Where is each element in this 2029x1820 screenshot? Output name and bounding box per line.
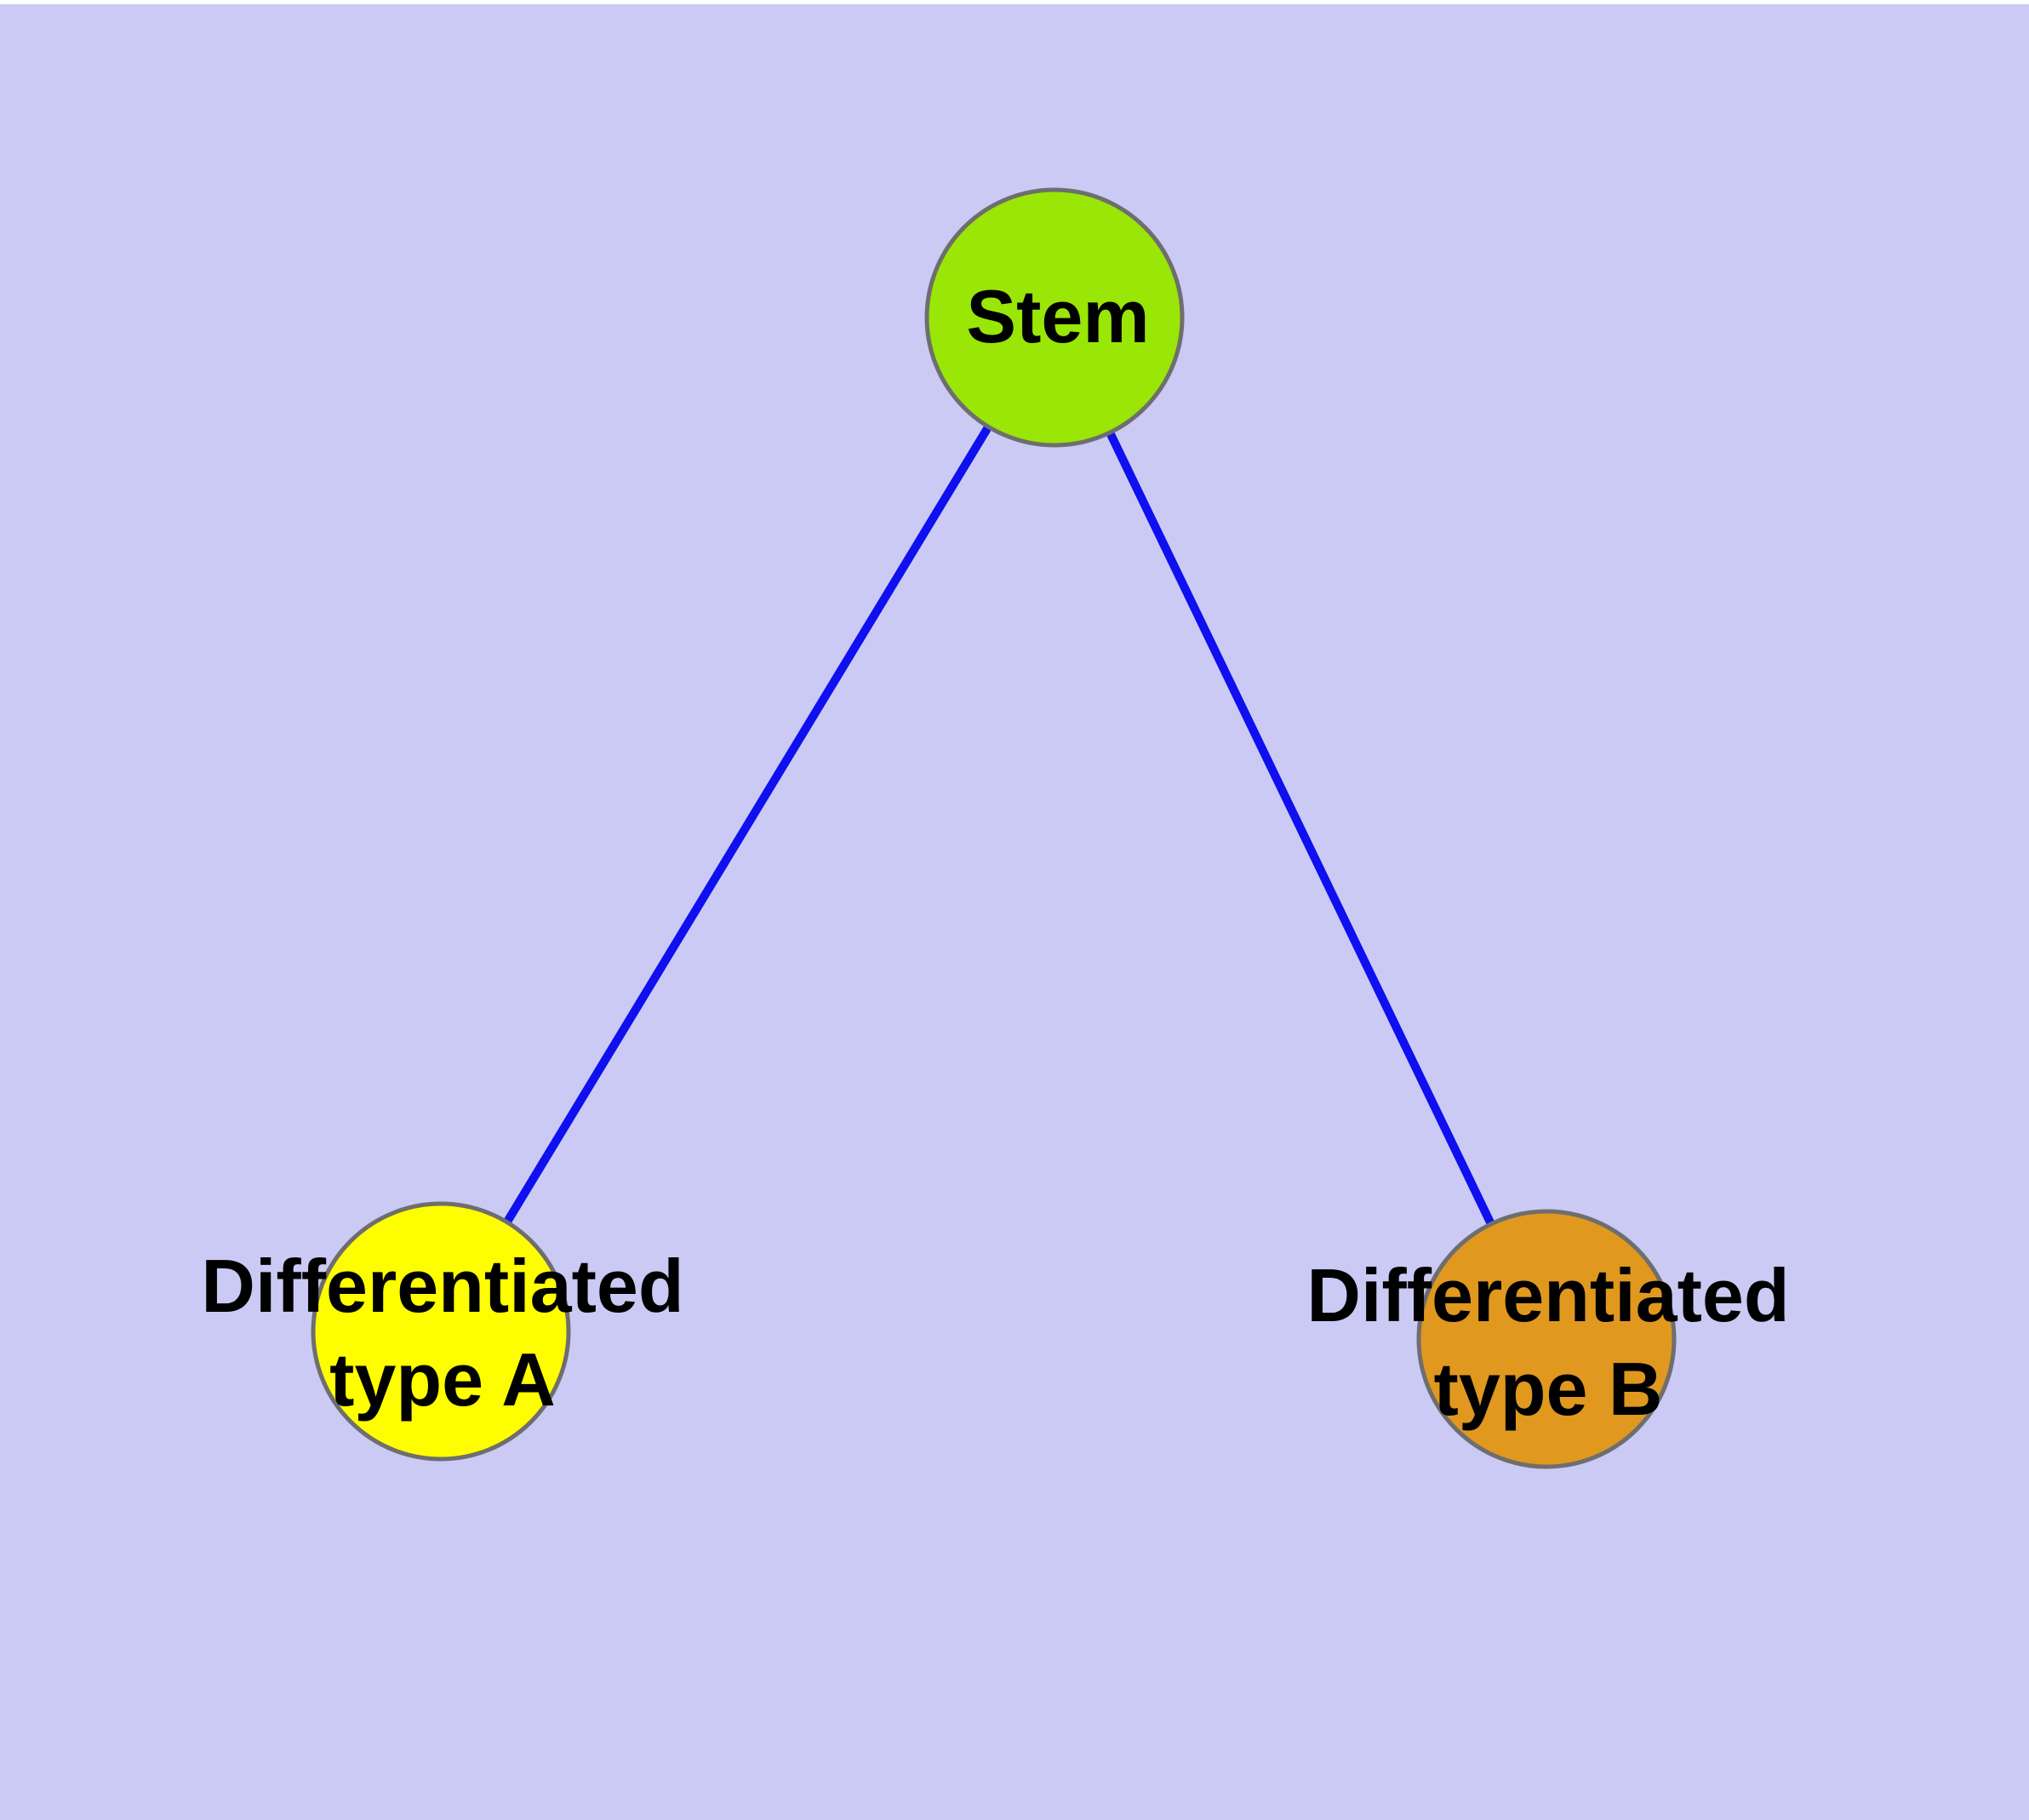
edge-stem-to-type-b [1050, 315, 1551, 1342]
node-label-stem-line-1: Stem [966, 274, 1150, 358]
node-label-type-b-line-2: type B [1433, 1347, 1663, 1431]
node-differentiated-type-a [311, 1201, 571, 1462]
edge-stem-to-type-a [437, 315, 1059, 1334]
node-label-differentiated-type-a: Differentiated type A [201, 1239, 683, 1427]
node-label-type-b-line-1: Differentiated [1306, 1253, 1790, 1337]
node-differentiated-type-b [1416, 1209, 1677, 1469]
node-label-type-a-line-2: type A [329, 1337, 556, 1422]
node-label-differentiated-type-b: Differentiated type B [1306, 1249, 1789, 1436]
node-label-stem: Stem [966, 270, 1149, 363]
node-stem [924, 187, 1185, 448]
node-label-type-a-line-1: Differentiated [201, 1244, 684, 1328]
